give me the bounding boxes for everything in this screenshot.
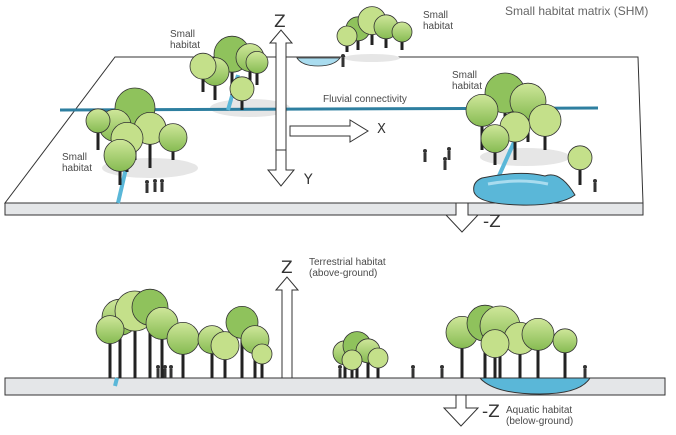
tree-icon	[528, 104, 562, 150]
y-axis-label: Y	[304, 172, 313, 188]
small-habitat-label-line2: habitat	[62, 163, 93, 174]
person-icon	[440, 365, 444, 378]
x-arrow-icon	[289, 119, 369, 143]
tree-icon	[245, 51, 269, 85]
terrestrial-z-axis-label: Z	[281, 258, 293, 278]
pond-icon	[478, 377, 591, 395]
terrestrial-habitat-label: Terrestrial habitat (above-ground)	[309, 257, 386, 279]
tree-icon	[95, 315, 125, 378]
person-icon	[423, 149, 427, 162]
tree-icon	[391, 21, 413, 50]
stream	[496, 139, 517, 179]
pond-icon	[296, 57, 341, 67]
tree-icon	[552, 328, 578, 378]
tree-icon	[341, 349, 363, 378]
trees-layer	[85, 6, 593, 378]
person-icon	[153, 179, 157, 192]
small-habitat-label-line1: Small	[62, 152, 88, 163]
tree-icon	[480, 329, 510, 378]
person-icon	[341, 54, 345, 67]
z-arrow-icon	[268, 29, 294, 151]
person-icon	[447, 147, 451, 160]
aquatic-neg-z-arrow-icon	[442, 394, 480, 427]
small-habitat-label: Small habitat	[452, 70, 482, 92]
pond-icon	[473, 172, 576, 206]
small-habitat-label-line1: Small	[452, 70, 478, 81]
aquatic-neg-z-axis-label: -Z	[482, 402, 500, 422]
tree-icon	[567, 145, 593, 185]
top-slab-side	[4, 202, 644, 216]
aquatic-habitat-label: Aquatic habitat (below-ground)	[506, 405, 573, 427]
diagram-title: Small habitat matrix (SHM)	[505, 4, 649, 18]
terrestrial-habitat-label-line2: (above-ground)	[309, 268, 378, 279]
small-habitat-label-line2: habitat	[423, 21, 454, 32]
z-axis-label: Z	[274, 12, 286, 32]
small-habitat-label: Small habitat	[170, 29, 200, 51]
tree-icon	[229, 76, 255, 110]
people-layer	[145, 54, 597, 378]
small-habitat-label-line1: Small	[170, 29, 196, 40]
tree-icon	[336, 25, 358, 52]
small-habitat-label-line1: Small	[423, 10, 449, 21]
tree-icon	[251, 343, 273, 378]
small-habitat-label: Small habitat	[423, 10, 453, 32]
bottom-slab	[4, 377, 666, 396]
stream	[113, 377, 119, 387]
tree-icon	[480, 124, 510, 165]
person-icon	[411, 365, 415, 378]
tree-shadow	[480, 148, 570, 166]
person-icon	[145, 180, 149, 193]
person-icon	[160, 179, 164, 192]
pond-highlight	[487, 179, 549, 186]
person-icon	[163, 365, 167, 378]
tree-icon	[103, 138, 137, 185]
tree-shadow	[344, 54, 400, 62]
person-icon	[156, 365, 160, 378]
tree-icon	[85, 108, 111, 150]
tree-icon	[158, 123, 188, 160]
aquatic-habitat-label-line2: (below-ground)	[506, 416, 574, 427]
small-habitat-label-line2: habitat	[170, 40, 201, 51]
fluvial-connectivity-label: Fluvial connectivity	[323, 94, 407, 105]
person-icon	[593, 179, 597, 192]
terrestrial-habitat-label-line1: Terrestrial habitat	[309, 257, 386, 268]
person-icon	[169, 365, 173, 378]
person-icon	[443, 157, 447, 170]
small-habitat-label-line2: habitat	[452, 81, 483, 92]
x-axis-label: X	[377, 122, 386, 137]
axis-arrows	[266, 29, 480, 427]
small-habitat-label: Small habitat	[62, 152, 92, 174]
tree-icon	[210, 331, 240, 378]
neg-z-axis-label: -Z	[483, 212, 501, 232]
person-icon	[338, 365, 342, 378]
tree-icon	[189, 52, 217, 92]
person-icon	[583, 365, 587, 378]
terrestrial-z-arrow-icon	[274, 276, 300, 379]
tree-icon	[367, 347, 389, 378]
aquatic-habitat-label-line1: Aquatic habitat	[506, 405, 573, 416]
tree-icon	[521, 317, 555, 378]
y-arrow-icon	[266, 149, 296, 187]
neg-z-arrow-icon	[444, 202, 480, 233]
